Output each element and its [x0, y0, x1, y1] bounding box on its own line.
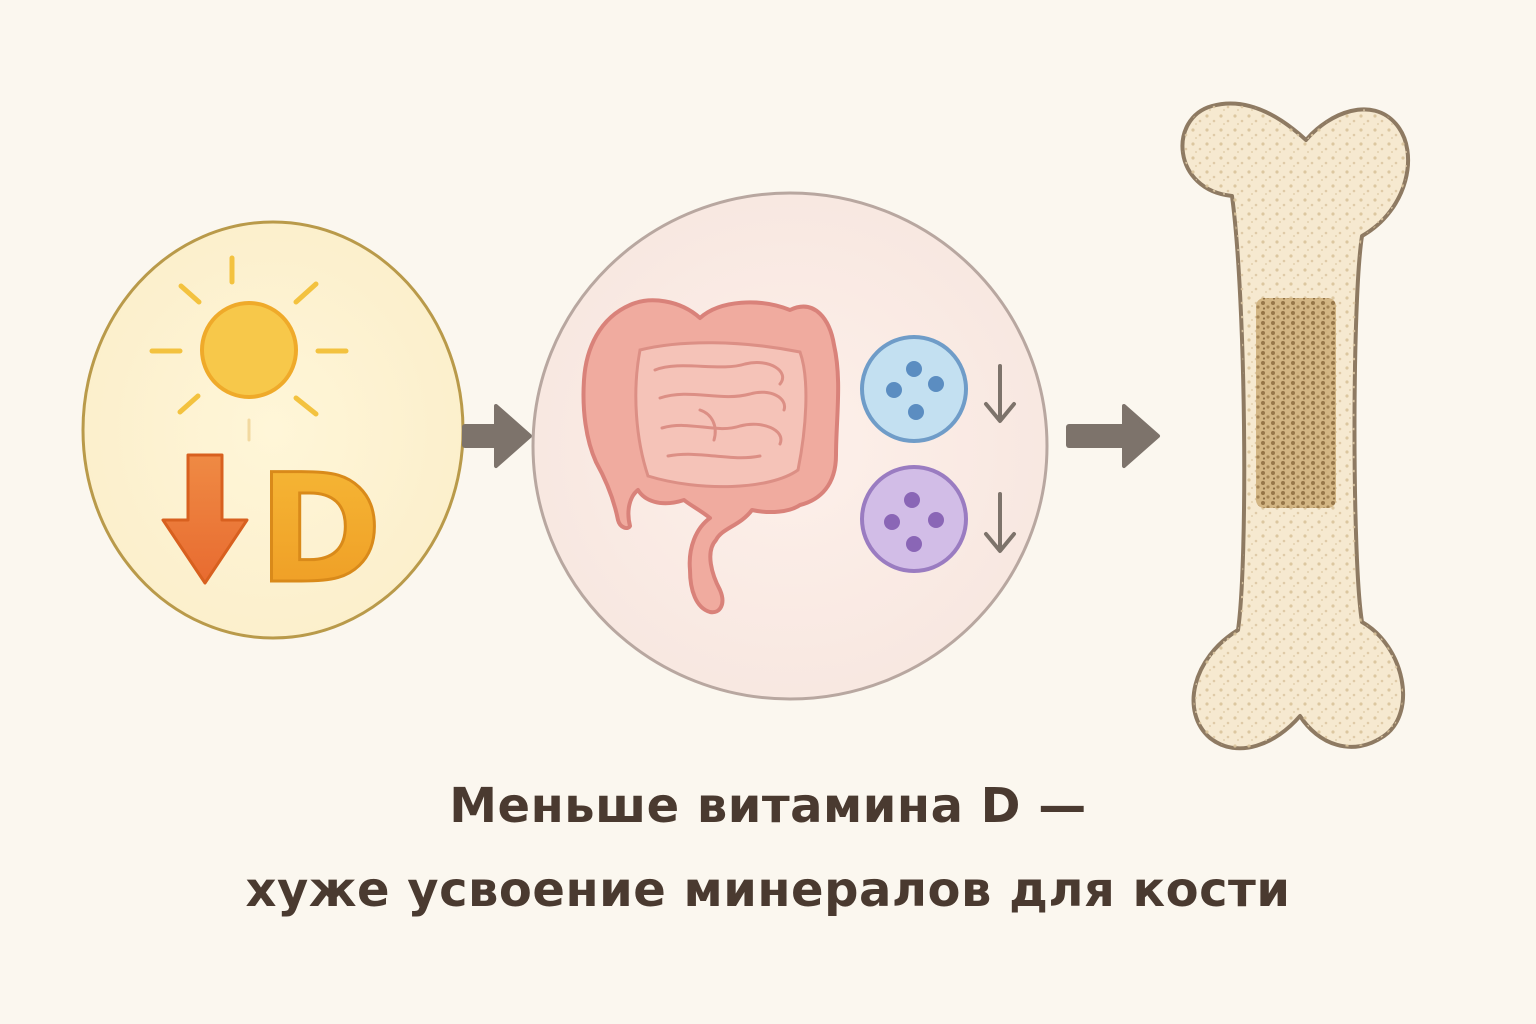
right-arrow-icon — [1066, 404, 1160, 468]
bone-weak-zone — [1256, 298, 1336, 508]
down-arrow-icon — [984, 492, 1016, 553]
right-arrow-icon — [462, 404, 532, 468]
down-arrow-icon — [984, 364, 1016, 423]
intestine-panel — [531, 191, 1049, 701]
sun-icon — [149, 255, 349, 442]
caption-line-2: хуже усвоение минералов для кости — [245, 862, 1291, 918]
sun-panel: D — [81, 220, 465, 640]
caption-line-1: Меньше витамина D — — [449, 778, 1087, 834]
calcium-cell-icon — [860, 335, 968, 443]
down-arrow-icon — [161, 453, 249, 585]
phosphate-cell-icon — [860, 465, 968, 573]
bone-icon — [1180, 101, 1410, 751]
vitamin-d-label: D — [258, 443, 383, 617]
intestine-icon — [581, 298, 841, 615]
